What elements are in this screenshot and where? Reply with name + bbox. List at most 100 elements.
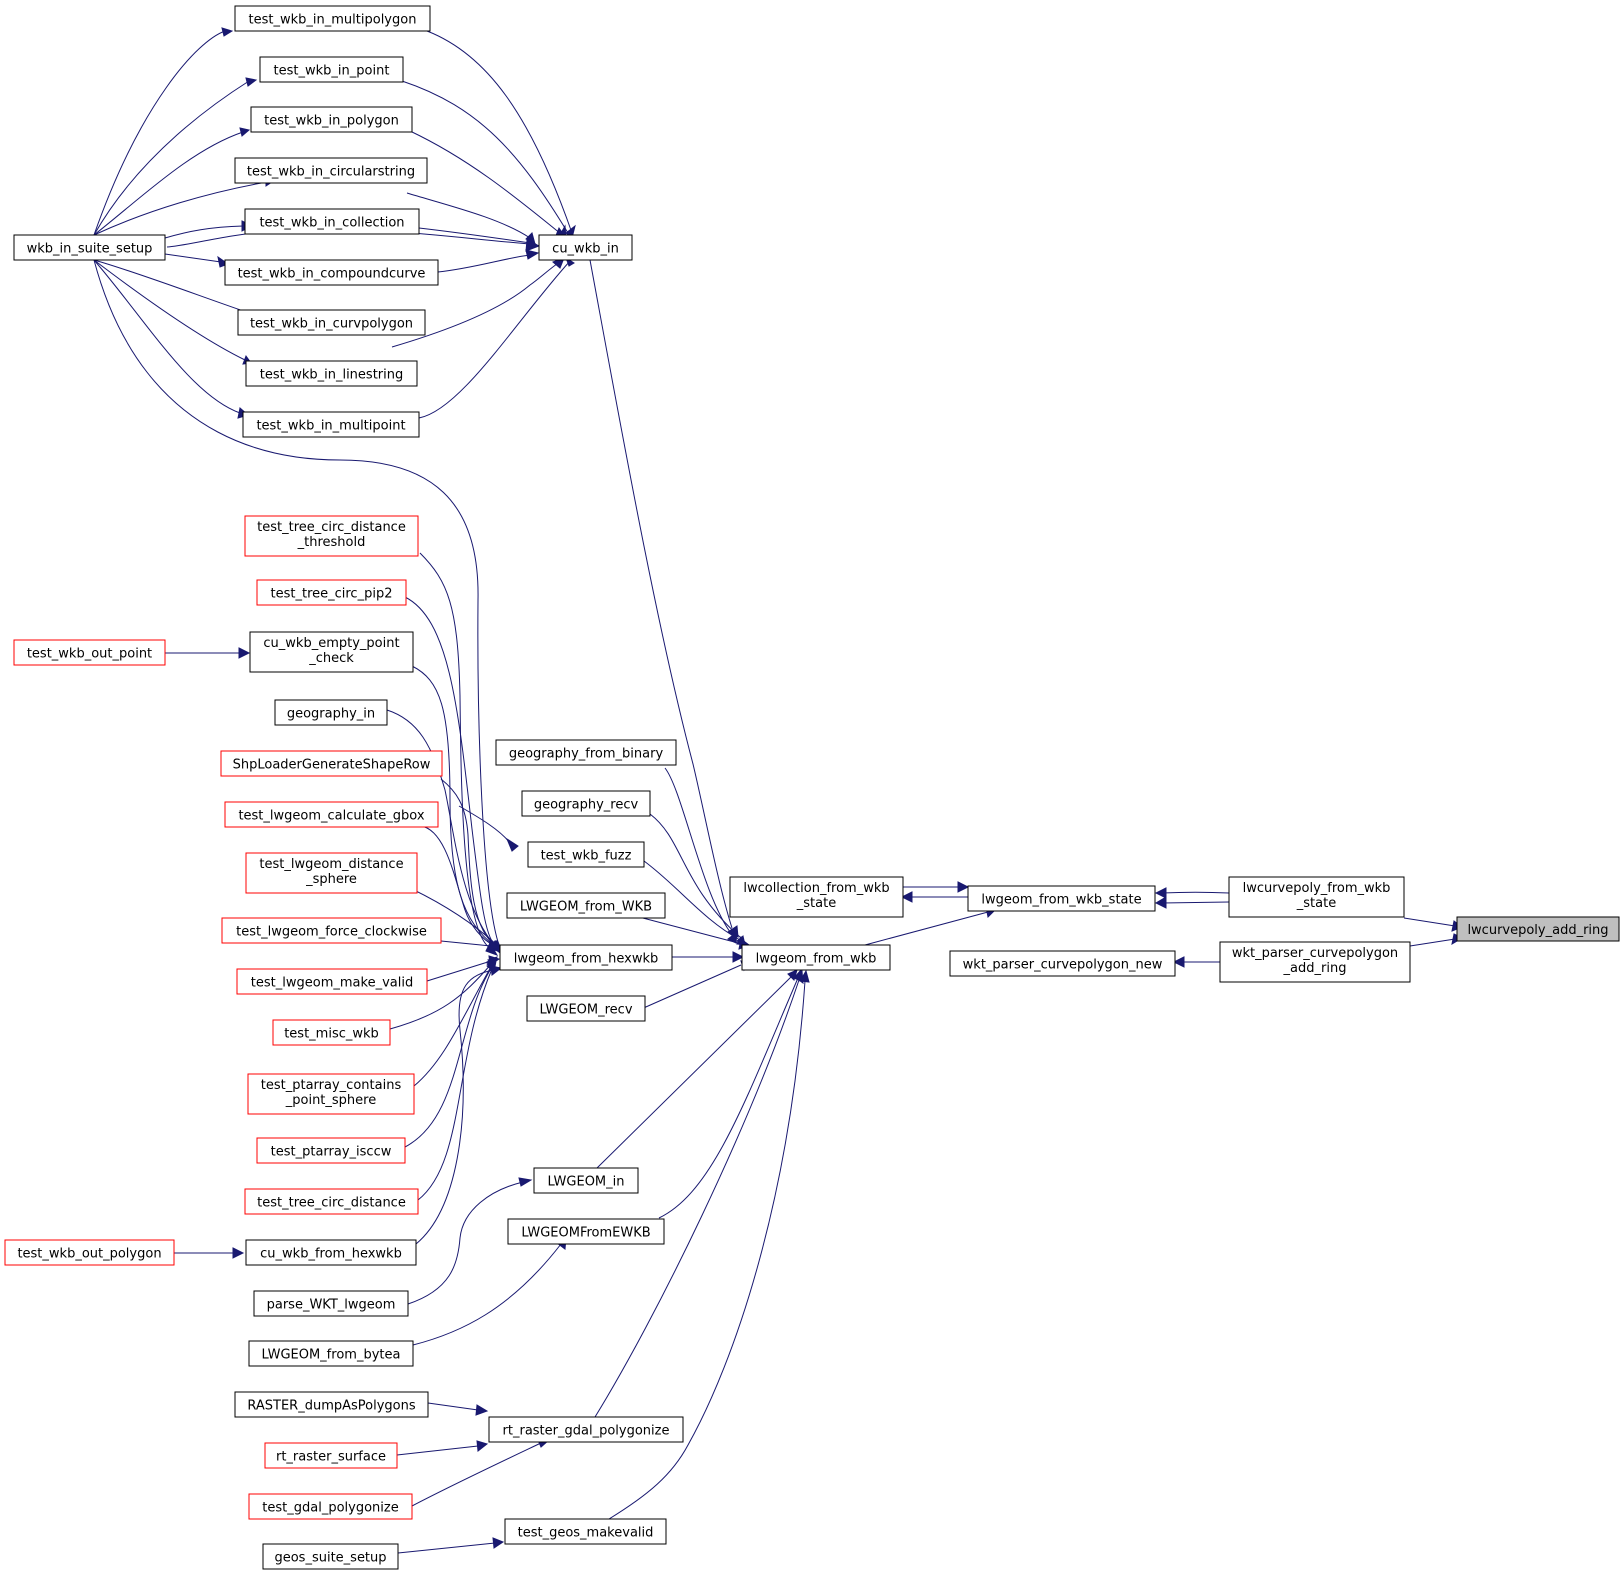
node-box <box>526 995 646 1022</box>
node-label: _sphere <box>305 872 357 887</box>
node-test-wkb-in-linestring[interactable]: test_wkb_in_linestring <box>245 360 418 387</box>
arrowhead-icon <box>488 940 502 952</box>
node-label: LWGEOM_from_WKB <box>520 900 652 915</box>
arrowhead-icon <box>476 1440 489 1452</box>
node-test-wkb-in-collection[interactable]: test_wkb_in_collection <box>244 208 420 235</box>
node-wkt-parser-curvepolygon-add-ring[interactable]: wkt_parser_curvepolygon_add_ring <box>1219 941 1411 983</box>
node-test-wkb-in-polygon[interactable]: test_wkb_in_polygon <box>250 106 413 133</box>
node-lwgeom-from-bytea[interactable]: LWGEOM_from_bytea <box>248 1340 414 1367</box>
node-lwcurvepoly-from-wkb-state[interactable]: lwcurvepoly_from_wkb_state <box>1228 876 1405 918</box>
call-edge <box>165 647 251 659</box>
edge-line <box>418 260 571 419</box>
node-cu-wkb-in[interactable]: cu_wkb_in <box>538 234 633 261</box>
node-label: test_wkb_in_linestring <box>260 368 404 383</box>
node-test-geos-makevalid[interactable]: test_geos_makevalid <box>504 1518 667 1545</box>
node-lwgeom-from-wkb[interactable]: LWGEOM_from_WKB <box>506 892 666 919</box>
node-lwgeom-from-wkb[interactable]: lwgeom_from_wkb <box>741 944 891 971</box>
node-shploadergenerateshaperow[interactable]: ShpLoaderGenerateShapeRow <box>220 750 443 777</box>
edge-line <box>649 813 742 939</box>
call-edge <box>164 253 230 268</box>
node-box <box>495 739 677 766</box>
node-lwgeom-in[interactable]: LWGEOM_in <box>533 1167 639 1194</box>
call-edge <box>902 881 970 893</box>
node-test-tree-circ-pip2[interactable]: test_tree_circ_pip2 <box>256 579 407 606</box>
node-test-misc-wkb[interactable]: test_misc_wkb <box>272 1019 391 1046</box>
node-test-ptarray-contains-point-sphere[interactable]: test_ptarray_contains_point_sphere <box>247 1073 415 1115</box>
node-test-lwgeom-calculate-gbox[interactable]: test_lwgeom_calculate_gbox <box>224 801 439 828</box>
edge-line <box>93 259 246 361</box>
node-geography-in[interactable]: geography_in <box>274 699 388 726</box>
node-test-ptarray-isccw[interactable]: test_ptarray_isccw <box>256 1137 406 1164</box>
call-edge <box>658 968 802 1219</box>
node-test-wkb-out-point[interactable]: test_wkb_out_point <box>13 639 166 666</box>
call-edge <box>589 259 739 938</box>
node-geography-from-binary[interactable]: geography_from_binary <box>495 739 677 766</box>
node-label: geography_recv <box>534 798 639 813</box>
node-label: test_wkb_in_compoundcurve <box>238 267 426 282</box>
node-label: LWGEOM_from_bytea <box>262 1348 401 1363</box>
node-test-wkb-in-circularstring[interactable]: test_wkb_in_circularstring <box>234 157 428 184</box>
node-cu-wkb-from-hexwkb[interactable]: cu_wkb_from_hexwkb <box>245 1239 417 1266</box>
node-lwgeomfromewkb[interactable]: LWGEOMFromEWKB <box>507 1218 665 1245</box>
node-label: rt_raster_gdal_polygonize <box>503 1424 670 1439</box>
node-label: ShpLoaderGenerateShapeRow <box>233 758 431 773</box>
node-parse-wkt-lwgeom[interactable]: parse_WKT_lwgeom <box>253 1290 409 1317</box>
node-wkt-parser-curvepolygon-new[interactable]: wkt_parser_curvepolygon_new <box>949 950 1176 977</box>
node-lwcollection-from-wkb-state[interactable]: lwcollection_from_wkb_state <box>729 876 904 918</box>
arrowhead-icon <box>245 77 258 87</box>
call-edge <box>664 767 738 944</box>
node-test-wkb-in-multipoint[interactable]: test_wkb_in_multipoint <box>242 411 420 438</box>
arrowhead-icon <box>732 951 745 963</box>
edge-line <box>638 964 742 1011</box>
call-edge <box>1154 896 1230 909</box>
edge-line <box>401 80 569 234</box>
node-label: test_gdal_polygonize <box>262 1501 398 1516</box>
node-geography-recv[interactable]: geography_recv <box>521 790 651 817</box>
node-label: test_ptarray_contains <box>261 1078 402 1093</box>
node-lwgeom-from-wkb-state[interactable]: lwgeom_from_wkb_state <box>967 885 1156 912</box>
node-label: _check <box>308 651 354 666</box>
node-test-gdal-polygonize[interactable]: test_gdal_polygonize <box>248 1493 413 1520</box>
node-cu-wkb-empty-point-check[interactable]: cu_wkb_empty_point_check <box>249 631 414 673</box>
arrowhead-icon <box>505 837 519 852</box>
node-test-lwgeom-force-clockwise[interactable]: test_lwgeom_force_clockwise <box>221 917 442 944</box>
arrowhead-icon <box>1172 956 1185 968</box>
node-lwcurvepoly-add-ring[interactable]: lwcurvepoly_add_ring <box>1456 916 1620 942</box>
node-test-wkb-in-point[interactable]: test_wkb_in_point <box>259 56 404 83</box>
node-wkb-in-suite-setup[interactable]: wkb_in_suite_setup <box>13 234 166 261</box>
node-test-tree-circ-distance[interactable]: test_tree_circ_distance <box>244 1188 419 1215</box>
node-label: LWGEOMFromEWKB <box>521 1226 650 1241</box>
call-edges <box>93 27 1464 1554</box>
node-test-wkb-out-polygon[interactable]: test_wkb_out_polygon <box>4 1239 175 1266</box>
node-raster-dumpaspolygons[interactable]: RASTER_dumpAsPolygons <box>234 1391 429 1418</box>
node-test-lwgeom-make-valid[interactable]: test_lwgeom_make_valid <box>236 968 428 995</box>
node-label: geography_in <box>287 707 375 722</box>
node-test-wkb-in-curvpolygon[interactable]: test_wkb_in_curvpolygon <box>237 309 426 336</box>
edge-line <box>412 1243 562 1346</box>
node-label: lwcurvepoly_from_wkb <box>1243 881 1391 896</box>
call-edge <box>440 940 502 952</box>
node-test-wkb-in-compoundcurve[interactable]: test_wkb_in_compoundcurve <box>224 259 439 286</box>
call-edge <box>1172 956 1220 968</box>
node-box <box>256 579 407 606</box>
edge-line <box>664 767 734 937</box>
node-lwgeom-recv[interactable]: LWGEOM_recv <box>526 995 646 1022</box>
node-geos-suite-setup[interactable]: geos_suite_setup <box>262 1543 399 1570</box>
node-rt-raster-surface[interactable]: rt_raster_surface <box>264 1442 398 1469</box>
edge-line <box>426 30 573 234</box>
node-box <box>527 841 645 868</box>
node-lwgeom-from-hexwkb[interactable]: lwgeom_from_hexwkb <box>499 944 673 971</box>
node-label: wkt_parser_curvepolygon <box>1232 946 1398 961</box>
edge-line <box>596 975 793 1169</box>
call-edge <box>672 951 745 963</box>
node-box <box>253 1290 409 1317</box>
edge-line <box>93 181 268 236</box>
node-box <box>248 1340 414 1367</box>
node-test-wkb-fuzz[interactable]: test_wkb_fuzz <box>527 841 645 868</box>
node-label: geos_suite_setup <box>274 1551 386 1566</box>
node-test-wkb-in-multipolygon[interactable]: test_wkb_in_multipolygon <box>234 5 431 32</box>
node-box <box>244 515 419 557</box>
node-rt-raster-gdal-polygonize[interactable]: rt_raster_gdal_polygonize <box>488 1416 684 1443</box>
node-test-tree-circ-distance-threshold[interactable]: test_tree_circ_distance_threshold <box>244 515 419 557</box>
node-test-lwgeom-distance-sphere[interactable]: test_lwgeom_distance_sphere <box>245 852 418 894</box>
